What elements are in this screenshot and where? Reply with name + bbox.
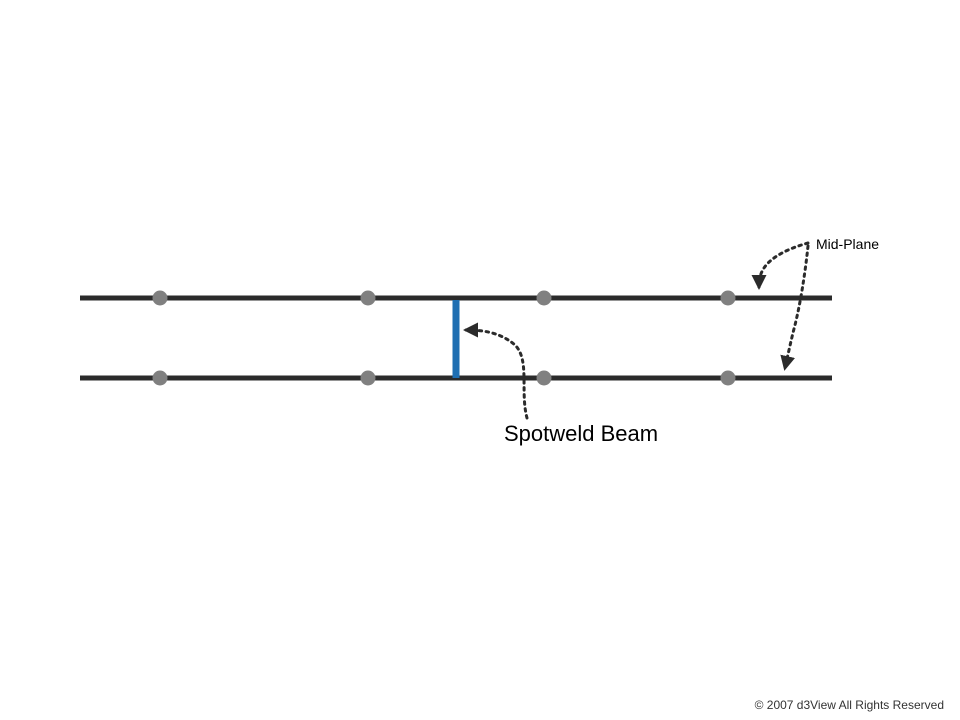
spotweld-beam-label: Spotweld Beam [504, 421, 658, 446]
mid-plane-pointer-arrow-lower [780, 244, 810, 371]
upper-node-1 [152, 290, 168, 306]
upper-node-4 [720, 290, 736, 306]
upper-node-3 [536, 290, 552, 306]
lower-node-3 [536, 370, 552, 386]
upper-node-2 [360, 290, 376, 306]
lower-node-4 [720, 370, 736, 386]
spotweld-pointer-arrow [463, 322, 529, 420]
copyright-notice: © 2007 d3View All Rights Reserved [755, 698, 944, 712]
mid-plane-label: Mid-Plane [816, 236, 879, 252]
mid-plane-pointer-arrow-upper [751, 241, 810, 290]
lower-node-2 [360, 370, 376, 386]
lower-node-1 [152, 370, 168, 386]
